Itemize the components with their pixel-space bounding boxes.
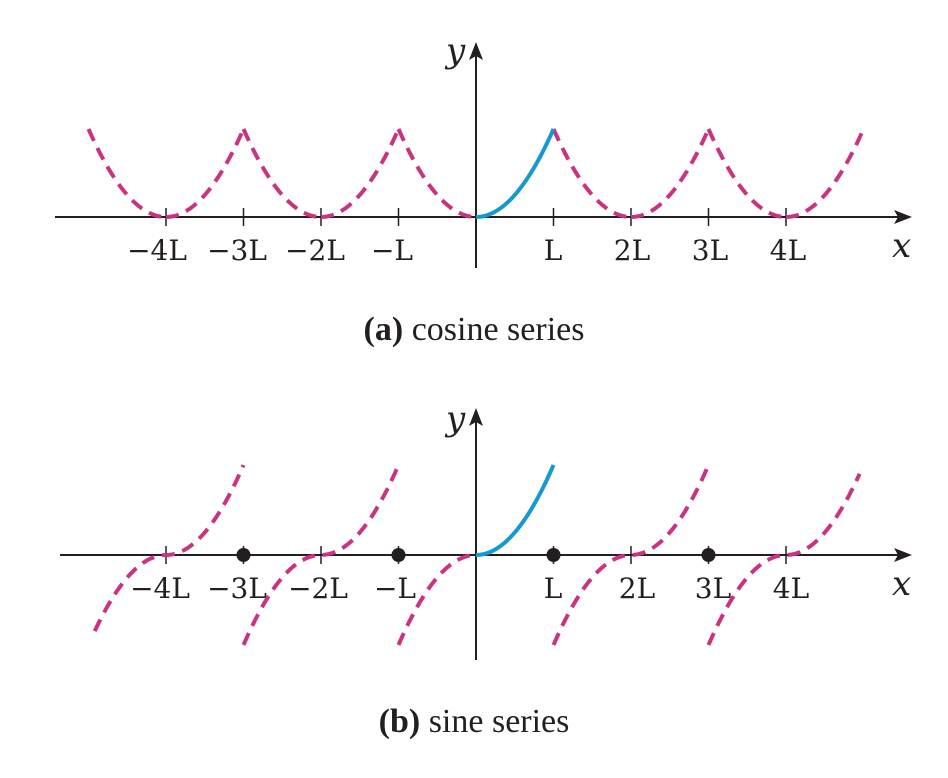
panel-a-caption-text: cosine series [412,311,585,348]
tick-label-L: L [544,572,563,605]
periodic-extension-curve [241,128,322,219]
tick-label-4L: 4L [770,234,806,267]
x-axis-label: x [892,564,911,604]
tick-label-neg4L: −4L [127,234,187,267]
panel-b-caption: (b) sine series [379,703,570,740]
periodic-extension-curve [706,472,862,646]
tick-label-2L: 2L [614,234,650,267]
curves [86,128,866,219]
y-axis-arrowhead [469,42,483,60]
periodic-extension-curve [551,464,711,646]
periodic-extension-curve [165,128,246,219]
original-function-curve [475,464,556,557]
tick-label-negL: −L [371,234,413,267]
periodic-extension-curve [92,464,246,633]
periodic-extension-curve [551,128,632,219]
tick-label-neg3L: −3L [207,234,267,267]
tick-label-neg2L: −2L [288,572,348,605]
panel-b-caption-tag: (b) [379,703,421,740]
x-tick-labels: −4L −3L −2L −L L 2L 3L 4L [127,234,806,267]
panel-a-caption-tag: (a) [364,311,404,348]
x-axis-arrowhead [894,548,912,562]
periodic-extension-curve [86,128,167,219]
tick-label-L: L [544,234,563,267]
tick-label-4L: 4L [773,572,809,605]
zero-point-dot [546,548,561,562]
y-axis-label: y [444,399,466,439]
y-axis-arrowhead [469,408,483,426]
original-function-curve [475,128,556,219]
periodic-extension-curve [785,128,866,219]
panel-a-caption: (a) cosine series [364,311,585,348]
x-axis-arrowhead [894,210,912,224]
tick-label-3L: 3L [695,572,731,605]
panel-b-caption-text: sine series [429,703,570,740]
zero-point-dot [701,548,716,562]
tick-label-neg3L: −3L [207,572,267,605]
tick-label-neg4L: −4L [130,572,190,605]
panel-a-cosine-series: x y −4L −3L −2L −L L 2L 3L 4L (a) cosine… [55,31,912,348]
zero-value-points [236,548,716,562]
periodic-extension-curve [706,128,787,219]
periodic-extension-curve [396,128,477,219]
tick-label-3L: 3L [692,234,728,267]
zero-point-dot [236,548,251,562]
tick-label-neg2L: −2L [285,234,345,267]
curves [92,464,862,646]
x-tick-labels: −4L −3L −2L −L L 2L 3L 4L [130,572,809,605]
zero-point-dot [391,548,406,562]
periodic-extension-curve [320,128,401,219]
periodic-extension-curve [396,553,477,646]
tick-label-2L: 2L [619,572,655,605]
tick-label-negL: −L [374,572,416,605]
x-axis-label: x [892,226,911,266]
periodic-extension-curve [241,464,401,646]
y-axis-label: y [444,31,466,71]
panel-b-sine-series: x y −4L −3L −2L −L L 2L 3L 4L (b) sine s… [60,399,912,740]
periodic-extension-curve [630,128,711,219]
